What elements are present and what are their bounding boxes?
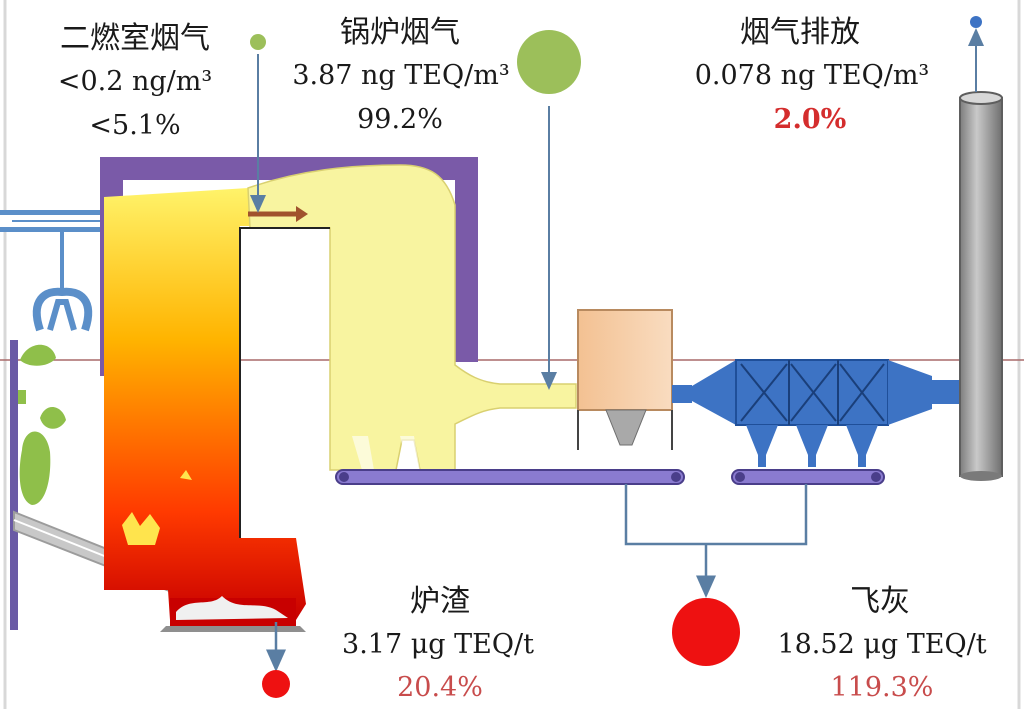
boiler-flue-gas-share: 99.2% <box>357 104 443 135</box>
fly-ash-title: 飞灰 <box>850 584 910 619</box>
secondary-chamber-conc: <0.2 ng/m³ <box>57 66 213 97</box>
boiler-flue-gas-title: 锅炉烟气 <box>340 15 460 50</box>
chimney-stack <box>959 91 1003 481</box>
waste-pile <box>10 340 66 630</box>
fly-ash-share: 119.3% <box>830 672 934 703</box>
flue-gas-emission-share: 2.0% <box>773 104 847 135</box>
bottom-ash-bubble <box>262 670 290 698</box>
boiler <box>239 164 577 538</box>
fly-ash-collection-line <box>624 484 808 598</box>
fly-ash-bubble <box>672 598 740 666</box>
flue-gas-emission-title: 烟气排放 <box>740 15 860 50</box>
flue-gas-emission-conc: 0.078 ng TEQ/m³ <box>694 60 930 91</box>
secondary-chamber-share: <5.1% <box>89 110 181 141</box>
bottom-ash-conc: 3.17 μg TEQ/t <box>342 629 534 660</box>
bottom-ash-share: 20.4% <box>397 672 483 703</box>
scrubber-conveyor <box>731 469 885 485</box>
fly-ash-conc: 18.52 μg TEQ/t <box>777 629 987 660</box>
boiler-conveyor <box>335 469 685 485</box>
furnace <box>104 188 306 632</box>
scrubber <box>672 359 960 467</box>
feed-crane <box>0 210 104 332</box>
secondary-chamber-bubble <box>250 34 266 50</box>
secondary-chamber-title: 二燃室烟气 <box>60 21 210 56</box>
bottom-ash-title: 炉渣 <box>410 584 470 619</box>
emission-bubble <box>970 16 982 28</box>
boiler-flue-gas-conc: 3.87 ng TEQ/m³ <box>292 60 510 91</box>
baghouse-filter <box>577 309 673 450</box>
boiler-bubble <box>517 30 581 94</box>
